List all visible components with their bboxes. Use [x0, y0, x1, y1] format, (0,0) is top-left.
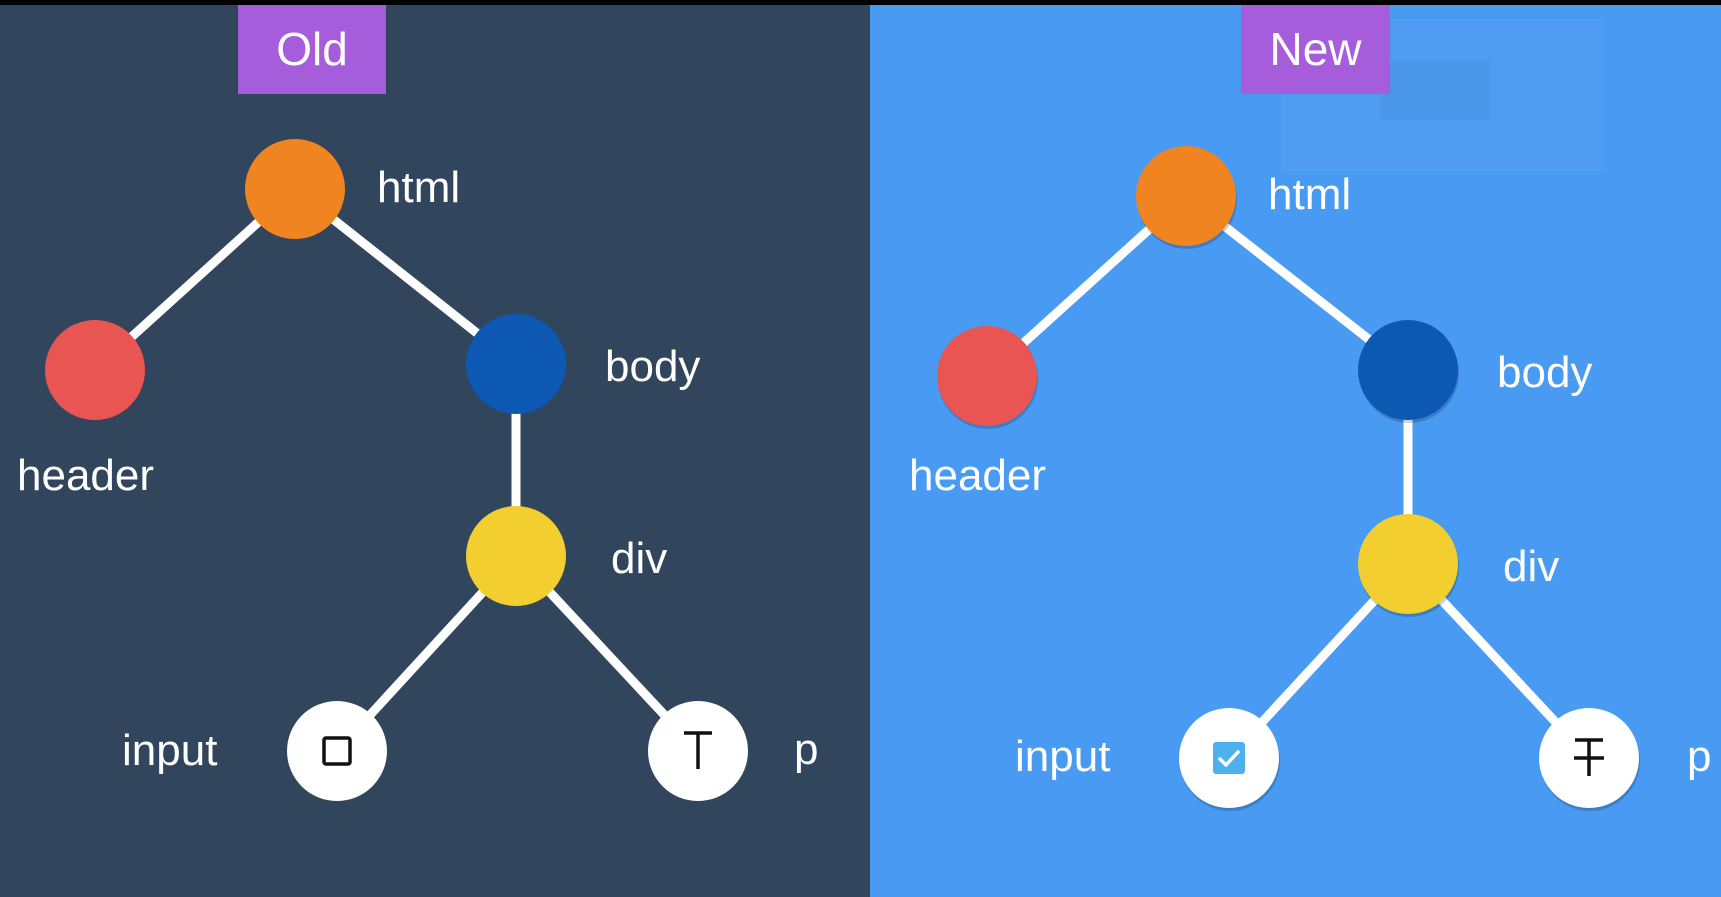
old-node-html	[245, 139, 345, 239]
new-node-body-circle	[1358, 320, 1458, 420]
old-node-input-circle	[287, 701, 387, 801]
new-input-checked-checkbox-icon	[1213, 742, 1245, 774]
old-tree-nodes	[45, 139, 748, 801]
new-html-label: html	[1268, 170, 1352, 219]
old-node-div	[466, 506, 566, 606]
new-header-label: header	[909, 451, 1047, 500]
old-p-label: p	[794, 725, 819, 774]
old-html-label: html	[377, 163, 461, 212]
new-node-p	[1539, 708, 1640, 811]
new-node-header	[937, 326, 1038, 429]
old-input-empty-checkbox-icon	[322, 736, 352, 766]
old-node-body-circle	[466, 314, 566, 414]
old-div-label: div	[611, 534, 668, 583]
new-tree-panel: New html body header div input p	[870, 5, 1721, 897]
old-node-html-circle	[245, 139, 345, 239]
new-div-label: div	[1503, 542, 1560, 591]
old-header-label: header	[17, 451, 155, 500]
old-node-body	[466, 314, 566, 414]
old-node-input	[287, 701, 387, 801]
old-tree-graph	[45, 139, 748, 801]
old-tree-edges	[91, 185, 702, 755]
old-node-header	[45, 320, 145, 420]
old-panel-title: Old	[238, 5, 386, 94]
old-tree-panel: Old html body header div input p	[0, 5, 870, 897]
old-node-div-circle	[466, 506, 566, 606]
new-node-body	[1358, 320, 1459, 423]
old-node-header-circle	[45, 320, 145, 420]
new-panel-title: New	[1241, 5, 1390, 94]
new-p-label: p	[1687, 732, 1712, 781]
new-input-label: input	[1015, 732, 1111, 781]
new-node-input	[1179, 708, 1280, 811]
new-node-html-circle	[1136, 146, 1236, 246]
old-input-label: input	[122, 726, 218, 775]
old-node-p	[648, 701, 748, 801]
faint-background-block	[1380, 60, 1490, 120]
new-body-label: body	[1497, 348, 1593, 397]
new-tree-nodes	[937, 146, 1640, 811]
new-p-strikethrough-t-icon	[1574, 738, 1604, 776]
faint-background-window	[1282, 19, 1604, 171]
new-tree-graph	[937, 146, 1640, 811]
new-node-div	[1358, 514, 1459, 617]
old-p-text-t-icon	[684, 731, 712, 769]
new-node-header-circle	[937, 326, 1037, 426]
old-body-label: body	[605, 342, 701, 391]
new-tree-edges	[983, 192, 1593, 762]
new-node-div-circle	[1358, 514, 1458, 614]
new-node-html	[1136, 146, 1237, 249]
